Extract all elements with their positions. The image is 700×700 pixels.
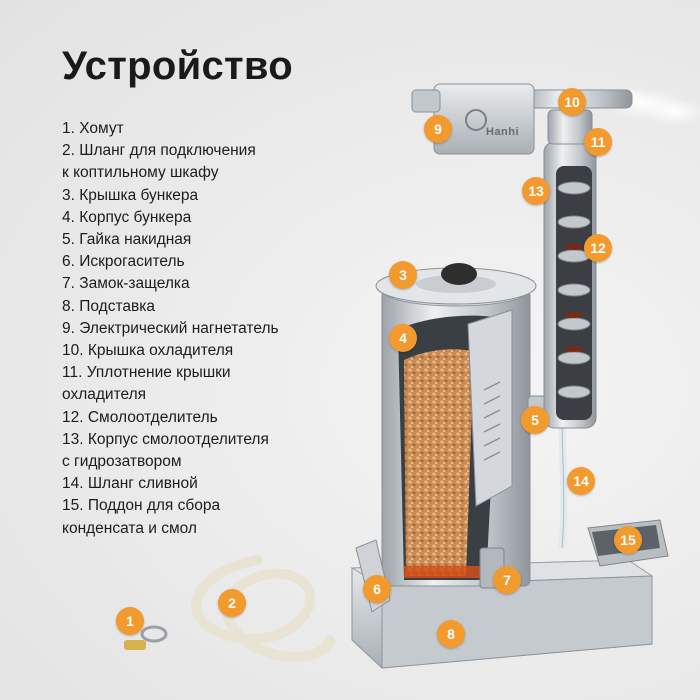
callout-badge: 1	[116, 607, 144, 635]
callout-badge: 6	[363, 575, 391, 603]
parts-list: 1. Хомут 2. Шланг для подключения к копт…	[62, 118, 362, 540]
callout-badge: 13	[522, 177, 550, 205]
callout-badge: 7	[493, 566, 521, 594]
list-item: 8. Подставка	[62, 297, 155, 315]
callout-badge: 3	[389, 261, 417, 289]
callout-badge: 15	[614, 526, 642, 554]
callout-badge: 5	[521, 406, 549, 434]
list-item: 4. Корпус бункера	[62, 208, 192, 226]
list-item: 14. Шланг сливной	[62, 475, 198, 493]
list-item: 13. Корпус смолоотделителя с гидрозатвор…	[62, 430, 269, 471]
list-item: 5. Гайка накидная	[62, 231, 192, 249]
callout-badge: 4	[389, 324, 417, 352]
list-item: 10. Крышка охладителя	[62, 342, 234, 360]
callout-badge: 11	[584, 128, 612, 156]
callout-badge: 9	[424, 115, 452, 143]
page-title: Устройство	[62, 44, 293, 88]
silicone-hose	[191, 555, 335, 662]
cooler-column	[543, 141, 597, 429]
hose-clamp	[124, 625, 168, 650]
hopper	[381, 273, 531, 589]
list-item: 2. Шланг для подключения к коптильному ш…	[62, 142, 256, 182]
list-item: 3. Крышка бункера	[62, 186, 199, 204]
callout-badge: 8	[437, 620, 465, 648]
brand-logo: Hanhi	[486, 126, 520, 138]
list-item: 9. Электрический нагнетатель	[62, 319, 279, 337]
callout-badge: 12	[584, 234, 612, 262]
callout-badge: 14	[567, 467, 595, 495]
list-item: 1. Хомут	[62, 120, 124, 137]
list-item: 12. Смолоотделитель	[62, 408, 218, 426]
list-item: 15. Поддон для сбора конденсата и смол	[62, 497, 221, 537]
callout-badge: 10	[558, 88, 586, 116]
list-item: 11. Уплотнение крышки охладителя	[62, 364, 231, 404]
list-item: 7. Замок-защелка	[62, 275, 190, 293]
callout-badge: 2	[218, 589, 246, 617]
list-item: 6. Искрогаситель	[62, 253, 185, 271]
